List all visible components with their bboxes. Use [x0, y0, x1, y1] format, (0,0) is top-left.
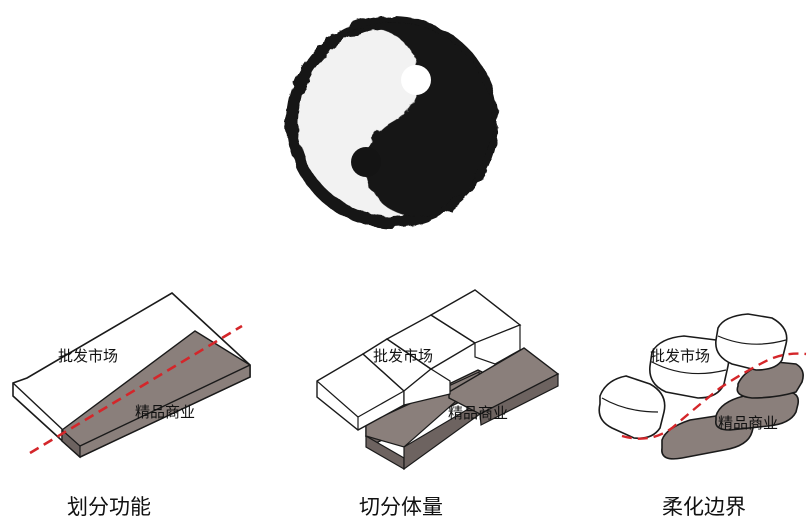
- diagram-soften-boundary: 批发市场 精品商业: [598, 313, 807, 460]
- dashed-soft-boundary: [621, 352, 807, 440]
- label-boutique-commerce: 精品商业: [135, 403, 195, 421]
- yin-yang-black-dot: [351, 147, 381, 177]
- caption-divide-function: 划分功能: [67, 495, 151, 519]
- caption-split-volume: 切分体量: [359, 495, 443, 519]
- diagram-split-volume: 批发市场 精品商业: [316, 289, 560, 471]
- grey-soft-slab-2: [714, 391, 800, 431]
- diagram-divide-function: 批发市场 精品商业: [12, 292, 251, 459]
- label-boutique-commerce: 精品商业: [718, 414, 778, 432]
- label-boutique-commerce: 精品商业: [448, 404, 508, 422]
- label-wholesale-market: 批发市场: [650, 347, 710, 365]
- caption-soften-boundary: 柔化边界: [662, 495, 746, 519]
- dashed-divide-line: [29, 324, 243, 455]
- white-soft-block-3: [715, 313, 788, 371]
- label-wholesale-market: 批发市场: [373, 347, 433, 365]
- white-soft-block-1: [598, 375, 666, 440]
- label-wholesale-market: 批发市场: [58, 347, 118, 365]
- yin-yang-white-dot: [401, 65, 431, 95]
- yin-yang-ink-icon: [286, 16, 498, 228]
